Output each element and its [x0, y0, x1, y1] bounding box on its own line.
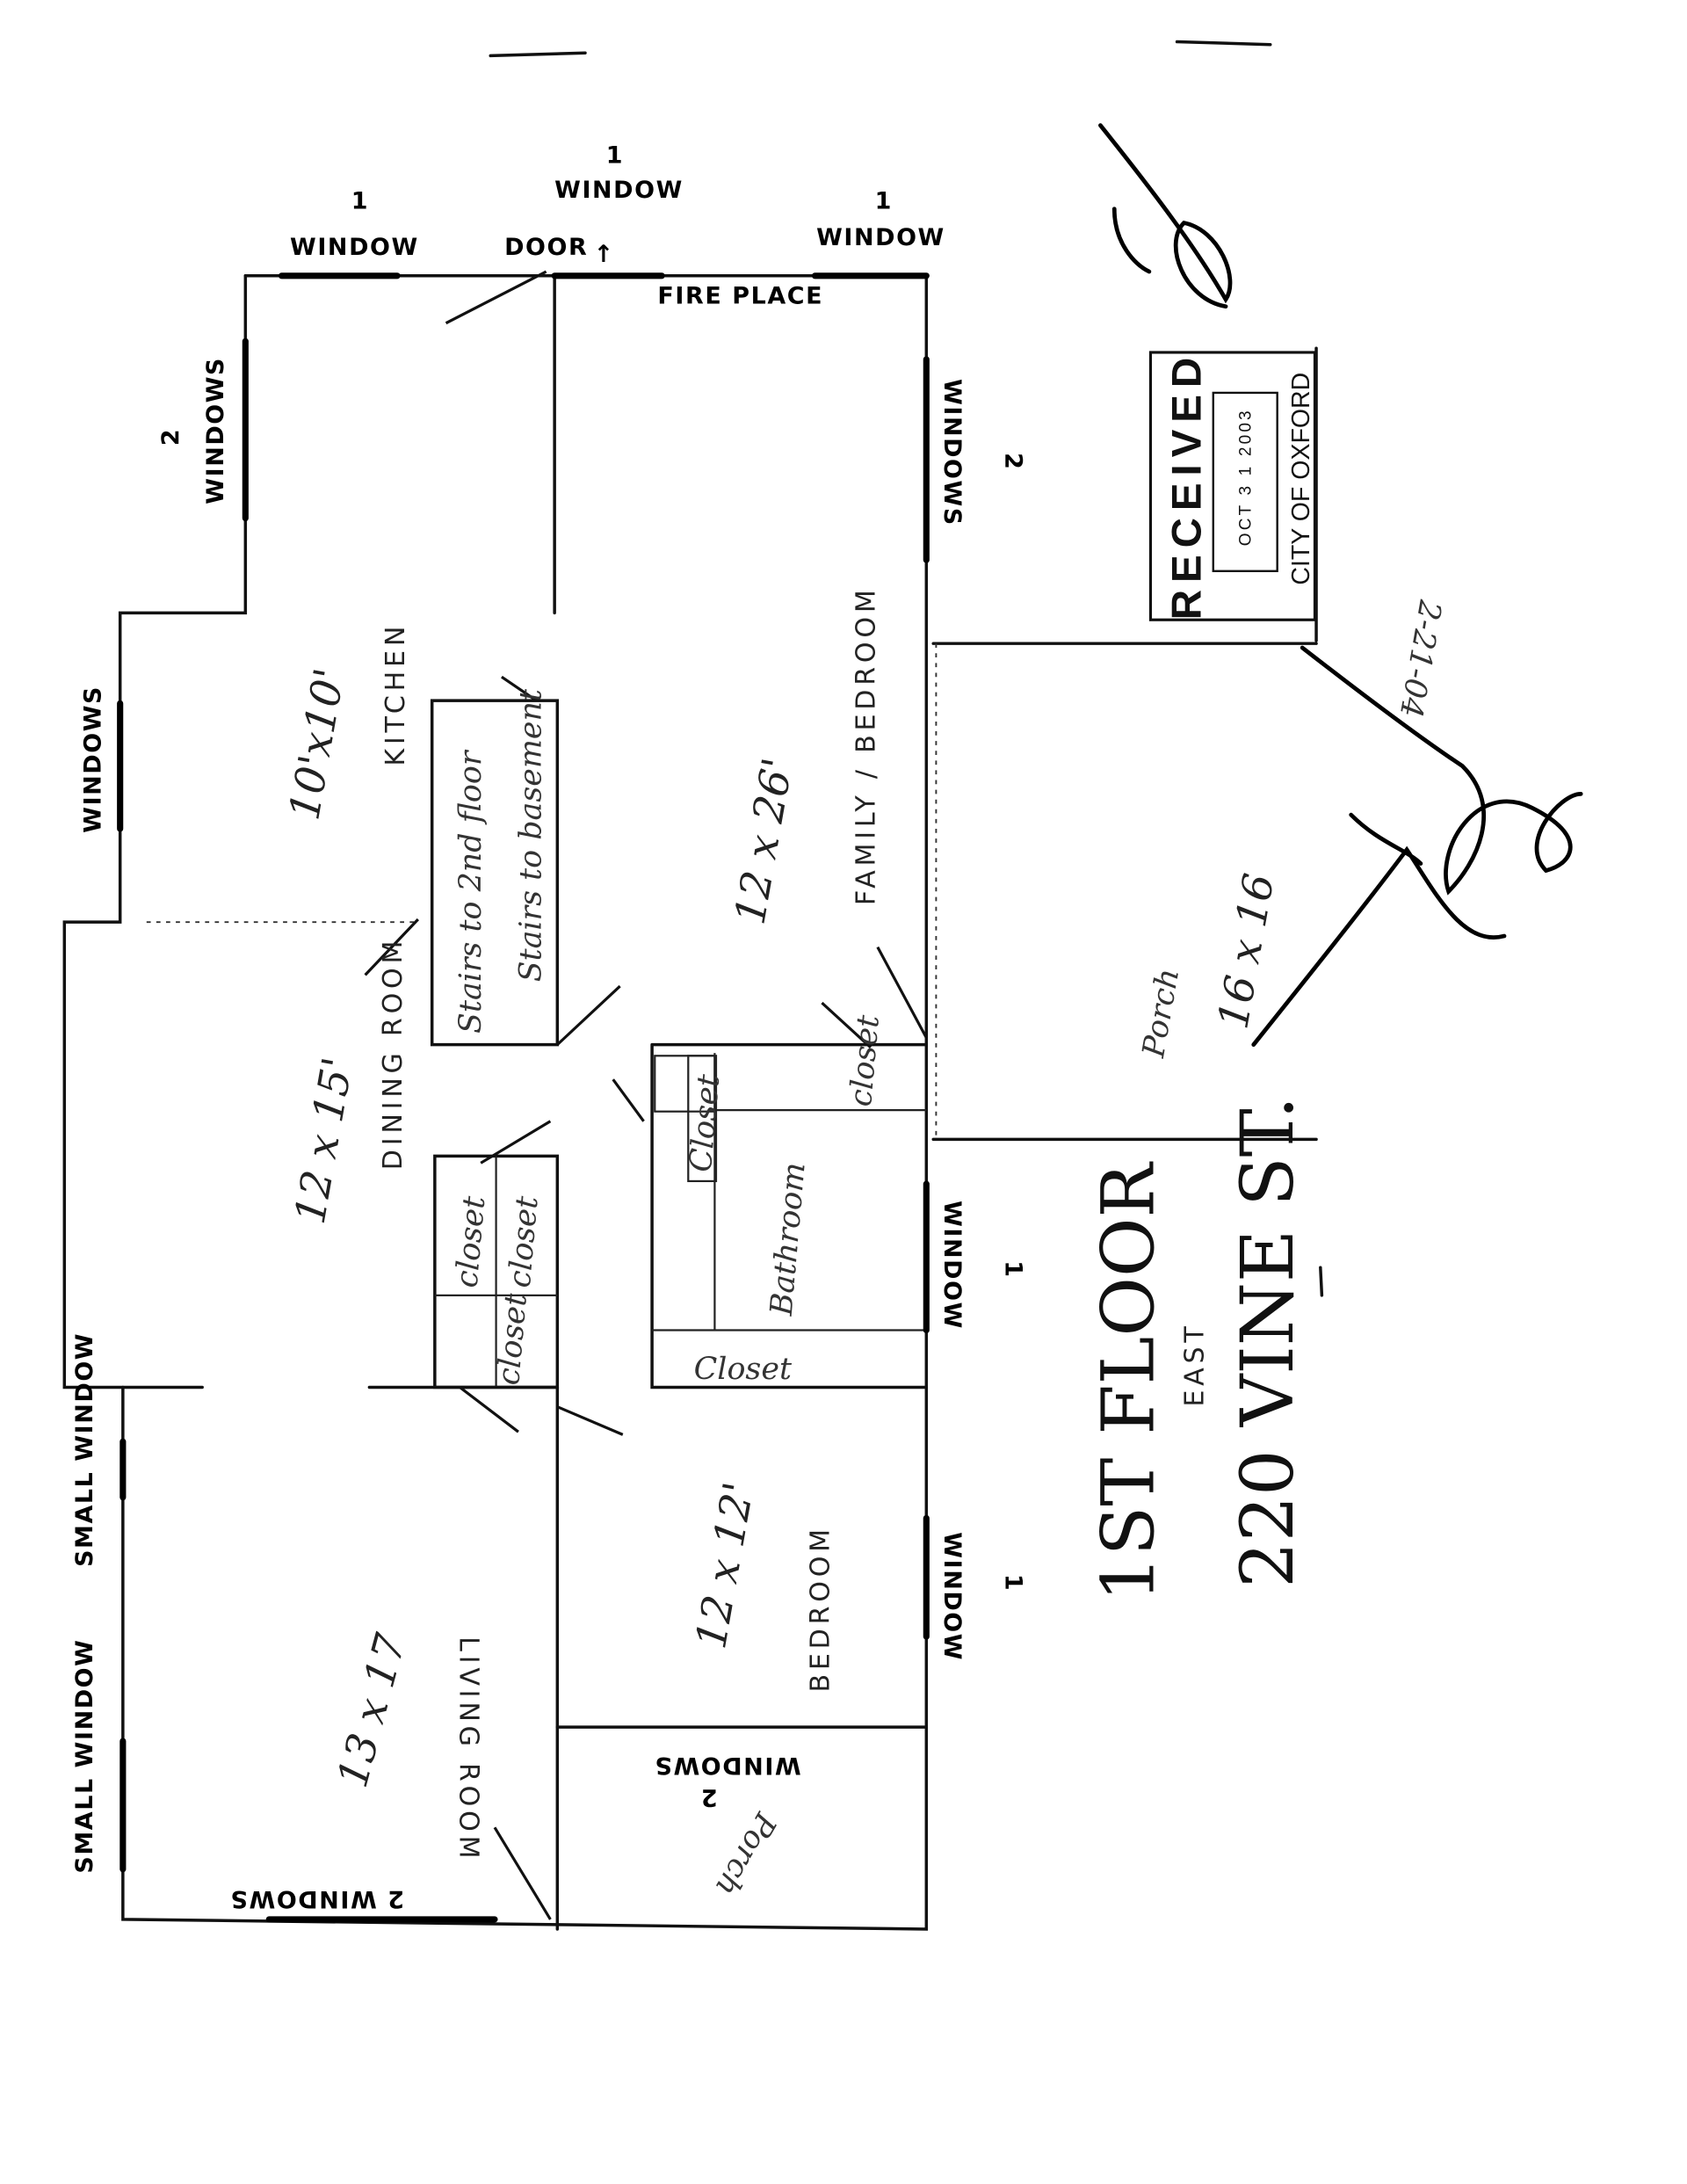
bedroom-size: 12 x 12': [687, 1478, 764, 1652]
stamp-received: RECEIVED: [1164, 351, 1211, 620]
living-size: 13 x 17: [329, 1629, 416, 1793]
window-marks: [117, 272, 930, 1923]
porch-label: Porch: [1136, 966, 1186, 1061]
window-count: 2: [1000, 453, 1027, 470]
dining-size: 12 x 15': [286, 1054, 363, 1228]
handwritten-date: 2-21-04: [1393, 597, 1448, 720]
scan-mark: [1175, 40, 1272, 47]
window-label: WINDOWS: [654, 1752, 801, 1779]
window-label: 2 WINDOWS: [229, 1885, 404, 1912]
closet-label: closet: [491, 1291, 534, 1386]
signature: [1098, 123, 1583, 1047]
closet-label: Closet: [694, 1352, 793, 1387]
window-count: 1: [606, 141, 624, 169]
window-label: WINDOW: [938, 1201, 966, 1330]
stairs: [430, 699, 560, 1047]
family-label: FAMILY / BEDROOM: [851, 585, 882, 905]
window-count: 1: [1000, 1574, 1027, 1592]
stairs-label: Stairs to basement: [513, 688, 548, 982]
bathroom-label: Bathroom: [764, 1161, 813, 1317]
floor-title: 1ST FLOOR: [1088, 1160, 1171, 1601]
porch-size: 16 x 16: [1209, 870, 1284, 1033]
small-window-label: SMALL WINDOW: [71, 1639, 98, 1874]
living-label: LIVING ROOM: [453, 1636, 483, 1862]
window-count: 1: [1000, 1260, 1027, 1278]
door-label: DOOR: [504, 234, 588, 261]
closet-label: closet: [450, 1194, 493, 1288]
bedroom-label: BEDROOM: [805, 1525, 836, 1692]
address-title: 220 VINE ST.: [1227, 1096, 1310, 1588]
window-count: 2: [699, 1783, 717, 1810]
fireplace-label: FIRE PLACE: [657, 282, 823, 309]
window-count: 2: [157, 428, 185, 446]
window-label: WINDOWS: [79, 686, 106, 833]
closet-label: Closet: [684, 1072, 728, 1173]
family-size: 12 x 26': [727, 754, 803, 928]
small-window-label: SMALL WINDOW: [71, 1332, 98, 1567]
stamp-date: OCT 3 1 2003: [1237, 408, 1256, 546]
window-label: WINDOWS: [938, 379, 966, 526]
stamp-city: CITY OF OXFORD: [1287, 373, 1315, 585]
closet-label: closet: [844, 1012, 887, 1107]
window-count: 1: [351, 188, 369, 215]
door-swings: [364, 270, 928, 1920]
dining-label: DINING ROOM: [378, 937, 409, 1171]
window-label: WINDOW: [290, 234, 419, 261]
window-label: WINDOW: [554, 177, 684, 204]
received-stamp: RECEIVED OCT 3 1 2003 CITY OF OXFORD: [1148, 346, 1318, 642]
arrow-up-icon: ↑: [594, 241, 615, 268]
stairs-label: Stairs to 2nd floor: [453, 749, 489, 1034]
east-label: EAST: [1180, 1323, 1211, 1407]
closet-label: closet: [503, 1194, 546, 1288]
kitchen-label: KITCHEN: [380, 622, 411, 766]
scan-mark: [489, 51, 587, 58]
window-label: WINDOW: [816, 224, 945, 251]
porch-label: Porch: [707, 1806, 783, 1902]
window-count: 1: [875, 188, 893, 215]
kitchen-size: 10'x10': [280, 664, 354, 824]
window-label: WINDOWS: [202, 357, 229, 504]
window-label: WINDOW: [938, 1532, 966, 1661]
